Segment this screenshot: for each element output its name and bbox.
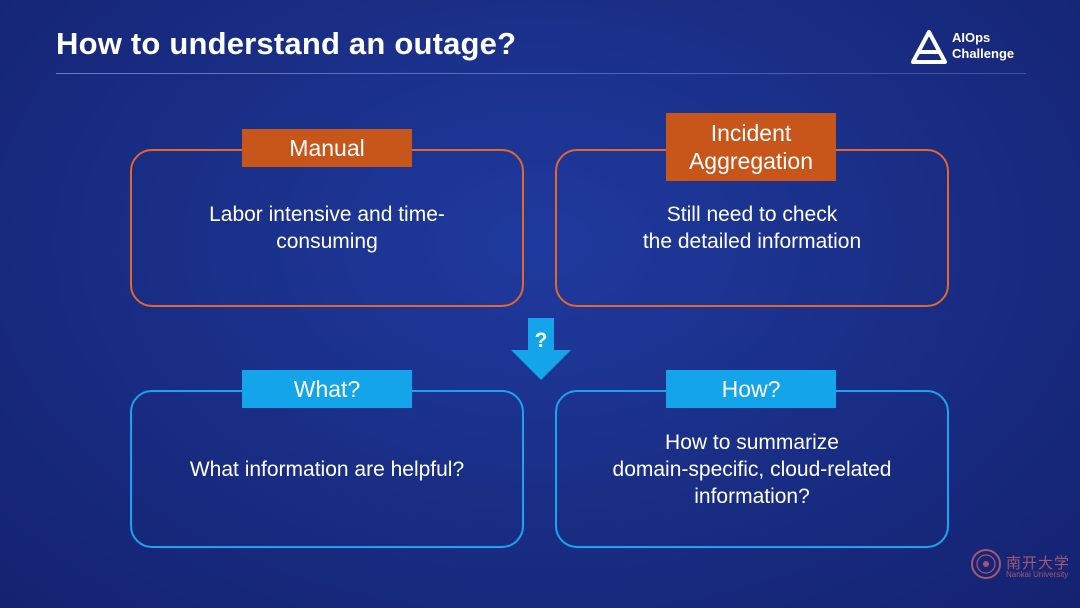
- manual-card: Labor intensive and time- consuming: [130, 149, 524, 307]
- arrow-down-icon: [511, 318, 571, 380]
- university-watermark: 南开大学 Nankai University: [970, 548, 1074, 584]
- watermark-cn-text: 南开大学: [1006, 554, 1071, 572]
- arrow-question-label: ?: [534, 329, 548, 352]
- what-tag: What?: [242, 370, 412, 408]
- aiops-triangle-logo-icon: [911, 30, 947, 64]
- how-tag: How?: [666, 370, 836, 408]
- watermark-en-text: Nankai University: [1006, 570, 1069, 579]
- logo-text: AIOps Challenge: [952, 30, 1015, 61]
- manual-tag: Manual: [242, 129, 412, 167]
- title-divider: [56, 73, 1026, 74]
- university-seal-icon: [971, 549, 1001, 579]
- question-arrow: ?: [511, 318, 571, 380]
- manual-card-body: Labor intensive and time- consuming: [209, 203, 445, 253]
- what-card-body: What information are helpful?: [189, 457, 465, 481]
- what-card: What information are helpful?: [130, 390, 524, 548]
- slide-title: How to understand an outage?: [56, 26, 517, 61]
- aiops-logo: AIOps Challenge: [910, 26, 1030, 70]
- how-card: How to summarize domain-specific, cloud-…: [555, 390, 949, 548]
- incident-aggregation-tag: Incident Aggregation: [666, 113, 836, 181]
- how-card-body: How to summarize domain-specific, cloud-…: [612, 430, 892, 508]
- incident-aggregation-card-body: Still need to check the detailed informa…: [642, 203, 862, 253]
